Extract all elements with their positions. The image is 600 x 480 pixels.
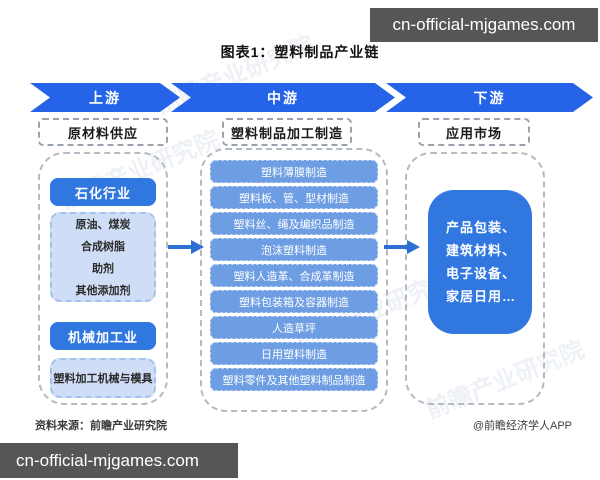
application-market-box: 产品包装、 建筑材料、 电子设备、 家居日用… [428, 190, 532, 334]
application-item: 建筑材料、 [446, 243, 517, 258]
downstream-container [405, 152, 545, 405]
midstream-item: 塑料板、管、型材制造 [210, 186, 378, 209]
watermark-top-right: cn-official-mjgames.com [370, 8, 598, 42]
data-source-note: 资料来源：前瞻产业研究院 [35, 420, 167, 432]
stage-chevron-upstream: 上游 [30, 83, 180, 112]
watermark-bottom-left: cn-official-mjgames.com [0, 443, 238, 478]
credit-note: @前瞻经济学人APP [472, 420, 572, 432]
midstream-item: 塑料包装箱及容器制造 [210, 290, 378, 313]
midstream-item-list: 塑料薄膜制造 塑料板、管、型材制造 塑料丝、绳及编织品制造 泡沫塑料制造 塑料人… [210, 160, 378, 391]
machinery-industry-label: 机械加工业 [50, 322, 156, 350]
midstream-item: 泡沫塑料制造 [210, 238, 378, 261]
machinery-item: 塑料加工机械与模具 [53, 373, 153, 385]
header-raw-material-supply: 原材料供应 [38, 118, 168, 146]
arrow-shaft [168, 245, 192, 249]
midstream-item: 人造草坪 [210, 316, 378, 339]
midstream-item: 塑料人造革、合成革制造 [210, 264, 378, 287]
header-application-market: 应用市场 [418, 118, 530, 146]
application-item: 电子设备、 [446, 266, 517, 281]
midstream-item: 日用塑料制造 [210, 342, 378, 365]
midstream-item: 塑料丝、绳及编织品制造 [210, 212, 378, 235]
page-title: 图表1：塑料制品产业链 [220, 44, 380, 60]
arrow-head-icon [407, 240, 420, 254]
petrochemical-items-box: 原油、煤炭 合成树脂 助剂 其他添加剂 [50, 212, 156, 302]
midstream-container [200, 148, 388, 412]
midstream-item: 塑料零件及其他塑料制品制造 [210, 368, 378, 391]
midstream-item: 塑料薄膜制造 [210, 160, 378, 183]
application-item: 家居日用… [446, 289, 517, 304]
stage-chevron-midstream: 中游 [171, 83, 395, 112]
petrochemical-item: 其他添加剂 [75, 285, 131, 297]
petrochemical-industry-label: 石化行业 [50, 178, 156, 206]
machinery-items-box: 塑料加工机械与模具 [50, 358, 156, 398]
upstream-container: 石化行业 原油、煤炭 合成树脂 助剂 其他添加剂 机械加工业 塑料加工机械与模具 [38, 152, 168, 405]
petrochemical-item: 助剂 [92, 263, 114, 275]
header-plastic-processing: 塑料制品加工制造 [222, 118, 352, 146]
arrow-shaft [384, 245, 408, 249]
arrow-head-icon [191, 240, 204, 254]
petrochemical-item: 原油、煤炭 [75, 219, 131, 231]
stage-chevron-downstream: 下游 [386, 83, 593, 112]
application-item: 产品包装、 [446, 220, 517, 235]
petrochemical-item: 合成树脂 [81, 241, 125, 253]
